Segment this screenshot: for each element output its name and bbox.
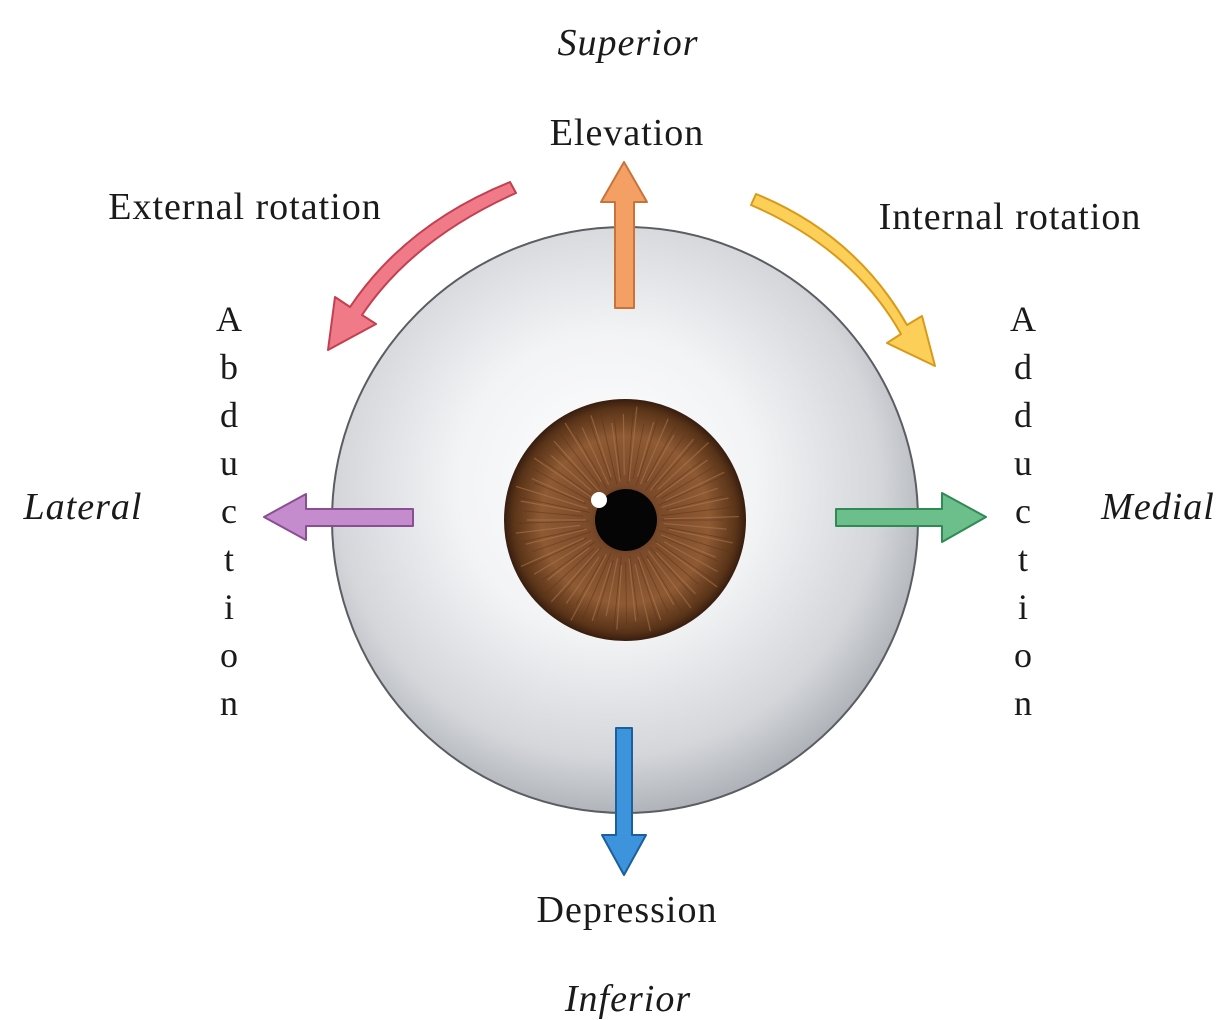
letter: d — [1014, 347, 1032, 387]
internal-rotation-label: Internal rotation — [879, 196, 1142, 238]
medial-label: Medial — [1100, 486, 1215, 528]
letter: b — [220, 347, 238, 387]
letter: u — [1014, 443, 1032, 483]
catchlight — [591, 492, 607, 508]
letter: t — [1018, 539, 1028, 579]
letter: d — [1014, 395, 1032, 435]
letter: n — [1014, 683, 1032, 723]
letter: u — [220, 443, 238, 483]
letter: o — [1014, 635, 1032, 675]
letter: A — [1010, 299, 1036, 339]
inferior-label: Inferior — [564, 978, 691, 1020]
letter: i — [1018, 587, 1028, 627]
letter: o — [220, 635, 238, 675]
letter: c — [221, 491, 237, 531]
letter: n — [220, 683, 238, 723]
letter: t — [224, 539, 234, 579]
superior-label: Superior — [558, 22, 699, 64]
eyeball — [332, 227, 918, 813]
lateral-label: Lateral — [23, 486, 143, 528]
letter: d — [220, 395, 238, 435]
external-rotation-label: External rotation — [108, 186, 381, 228]
abduction-label: Abduction — [216, 299, 242, 723]
letter: c — [1015, 491, 1031, 531]
letter: i — [224, 587, 234, 627]
elevation-label: Elevation — [550, 112, 705, 154]
depression-label: Depression — [537, 889, 718, 931]
letter: A — [216, 299, 242, 339]
